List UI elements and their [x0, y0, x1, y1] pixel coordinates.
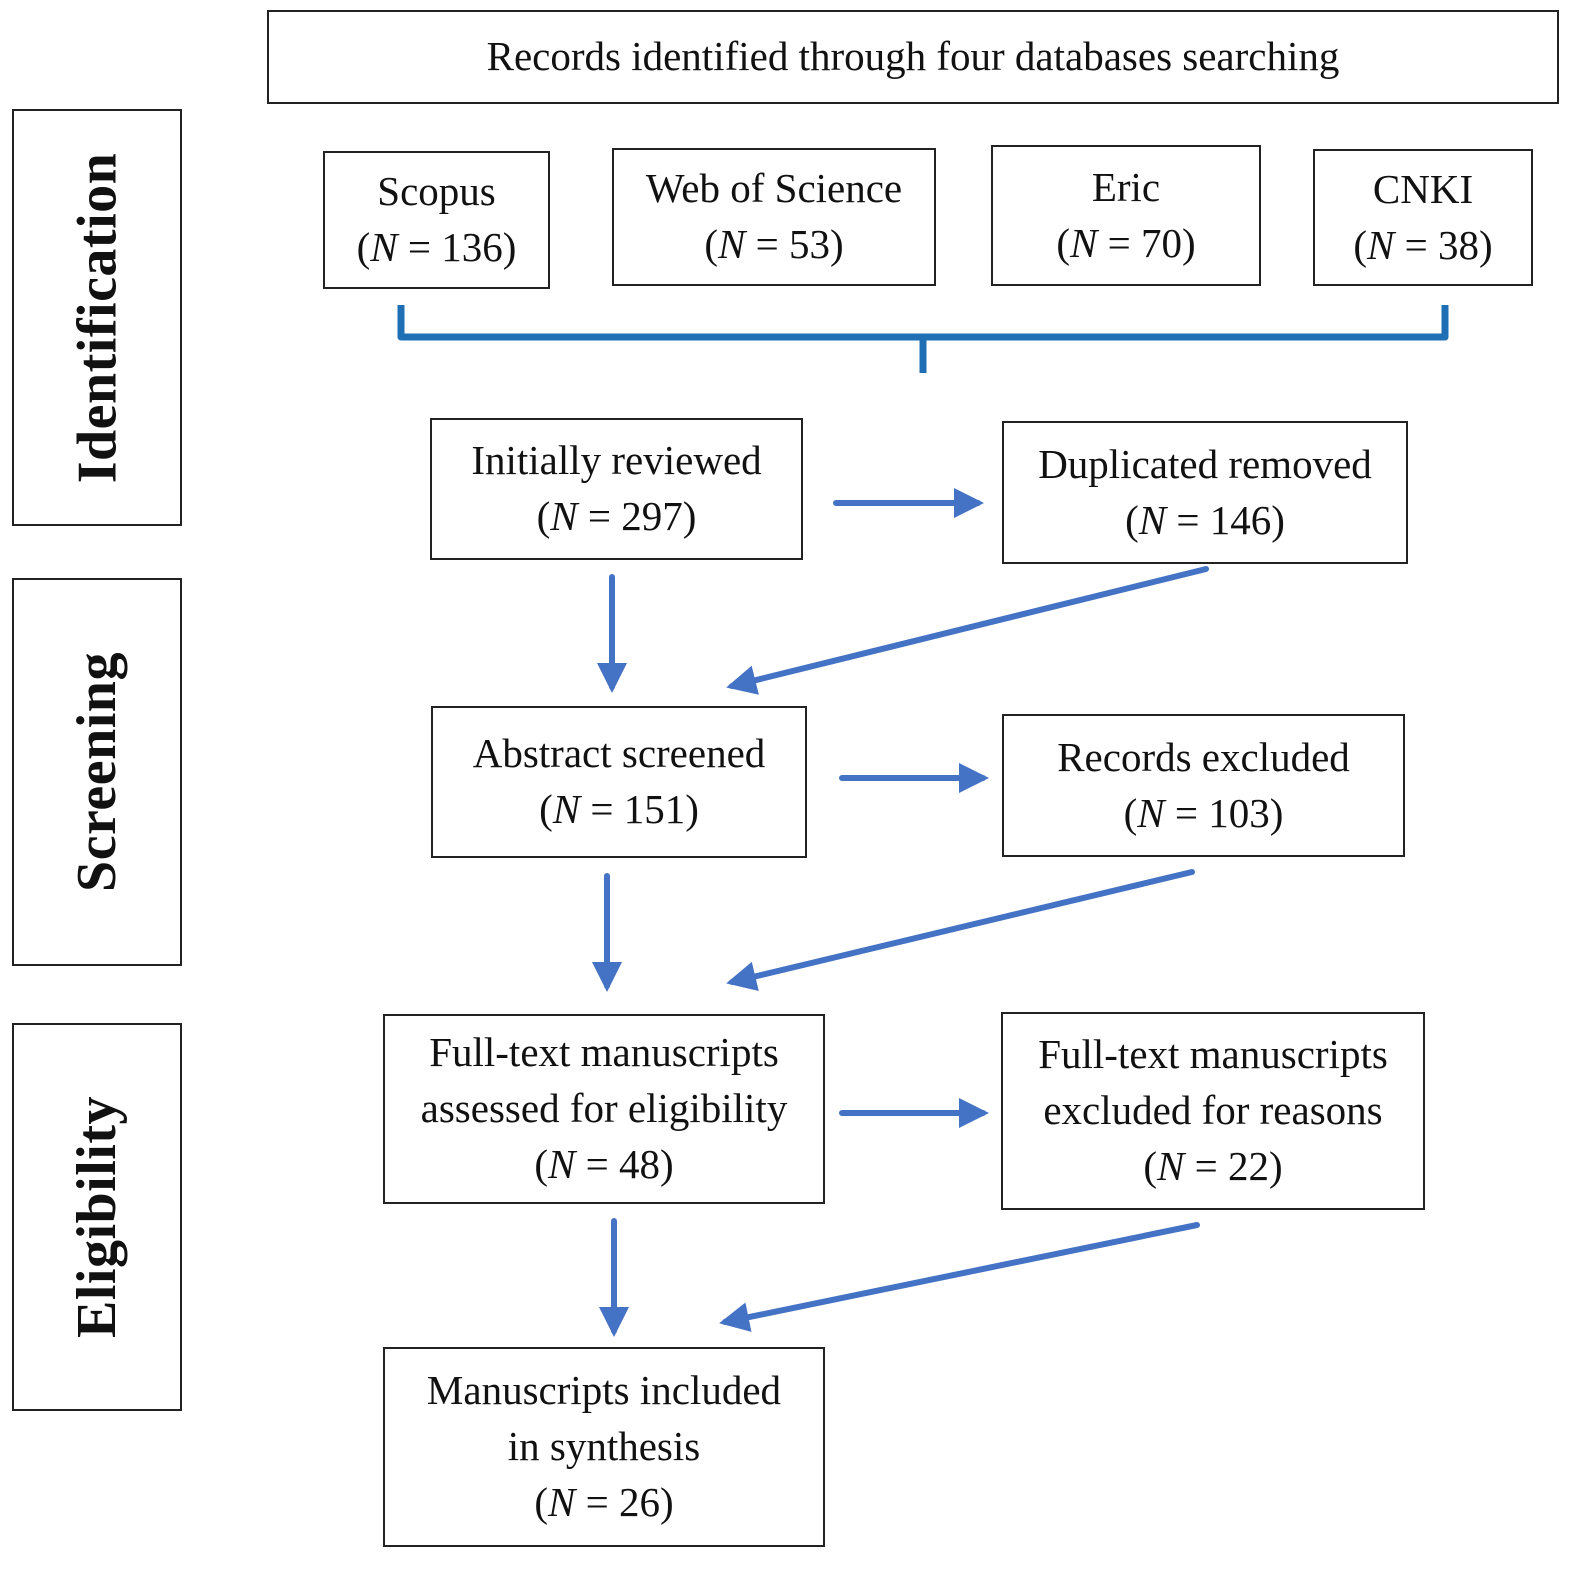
step-label: Initially reviewed [471, 437, 762, 484]
database-box-eric: Eric (N = 70) [991, 145, 1261, 286]
step-label: Records excluded [1057, 733, 1350, 780]
database-box-cnki: CNKI (N = 38) [1313, 149, 1533, 286]
step-count: (N = 146) [1125, 496, 1285, 543]
step-count: (N = 26) [534, 1478, 674, 1525]
database-brace [397, 305, 1449, 373]
database-count: (N = 70) [1056, 219, 1196, 266]
database-count: (N = 136) [356, 224, 517, 270]
database-box-web-of-science: Web of Science (N = 53) [612, 148, 936, 286]
arrow-excluded-to-fulltext [726, 869, 1195, 992]
stage-screening: Screening [12, 578, 182, 966]
step-label-line2: excluded for reasons [1043, 1087, 1383, 1134]
step-count: (N = 48) [534, 1140, 674, 1187]
initially-reviewed-box: Initially reviewed (N = 297) [430, 418, 803, 560]
arrow-fulltext-excluded-to-included [719, 1222, 1200, 1332]
database-name: Scopus [377, 168, 496, 215]
step-count: (N = 151) [539, 786, 699, 832]
step-label-line2: assessed for eligibility [420, 1085, 788, 1132]
fulltext-assessed-box: Full-text manuscripts assessed for eligi… [383, 1014, 825, 1204]
database-name: Web of Science [645, 165, 903, 212]
arrow-duplicates-to-abstract [726, 566, 1209, 695]
step-count: (N = 297) [536, 493, 697, 539]
step-label: Abstract screened [472, 730, 766, 777]
header-title: Records identified through four database… [486, 33, 1340, 80]
database-name: Eric [1091, 163, 1161, 210]
database-count: (N = 53) [704, 221, 844, 267]
step-label-line1: Full-text manuscripts [429, 1029, 779, 1076]
duplicated-removed-box: Duplicated removed (N = 146) [1002, 421, 1408, 564]
records-excluded-box: Records excluded (N = 103) [1002, 714, 1405, 857]
abstract-screened-box: Abstract screened (N = 151) [431, 706, 807, 858]
step-label-line2: in synthesis [507, 1423, 701, 1470]
step-label: Duplicated removed [1038, 440, 1372, 487]
database-box-scopus: Scopus (N = 136) [323, 151, 550, 289]
step-count: (N = 22) [1143, 1142, 1283, 1189]
header-box: Records identified through four database… [267, 10, 1559, 104]
included-box: Manuscripts included in synthesis (N = 2… [383, 1347, 825, 1547]
step-label-line1: Full-text manuscripts [1038, 1031, 1388, 1078]
database-count: (N = 38) [1353, 221, 1493, 268]
database-name: CNKI [1372, 165, 1474, 212]
step-label-line1: Manuscripts included [426, 1367, 782, 1414]
stage-eligibility: Eligibility [12, 1023, 182, 1411]
step-count: (N = 103) [1123, 789, 1284, 836]
fulltext-excluded-box: Full-text manuscripts excluded for reaso… [1001, 1012, 1425, 1210]
stage-identification: Identification [12, 109, 182, 526]
